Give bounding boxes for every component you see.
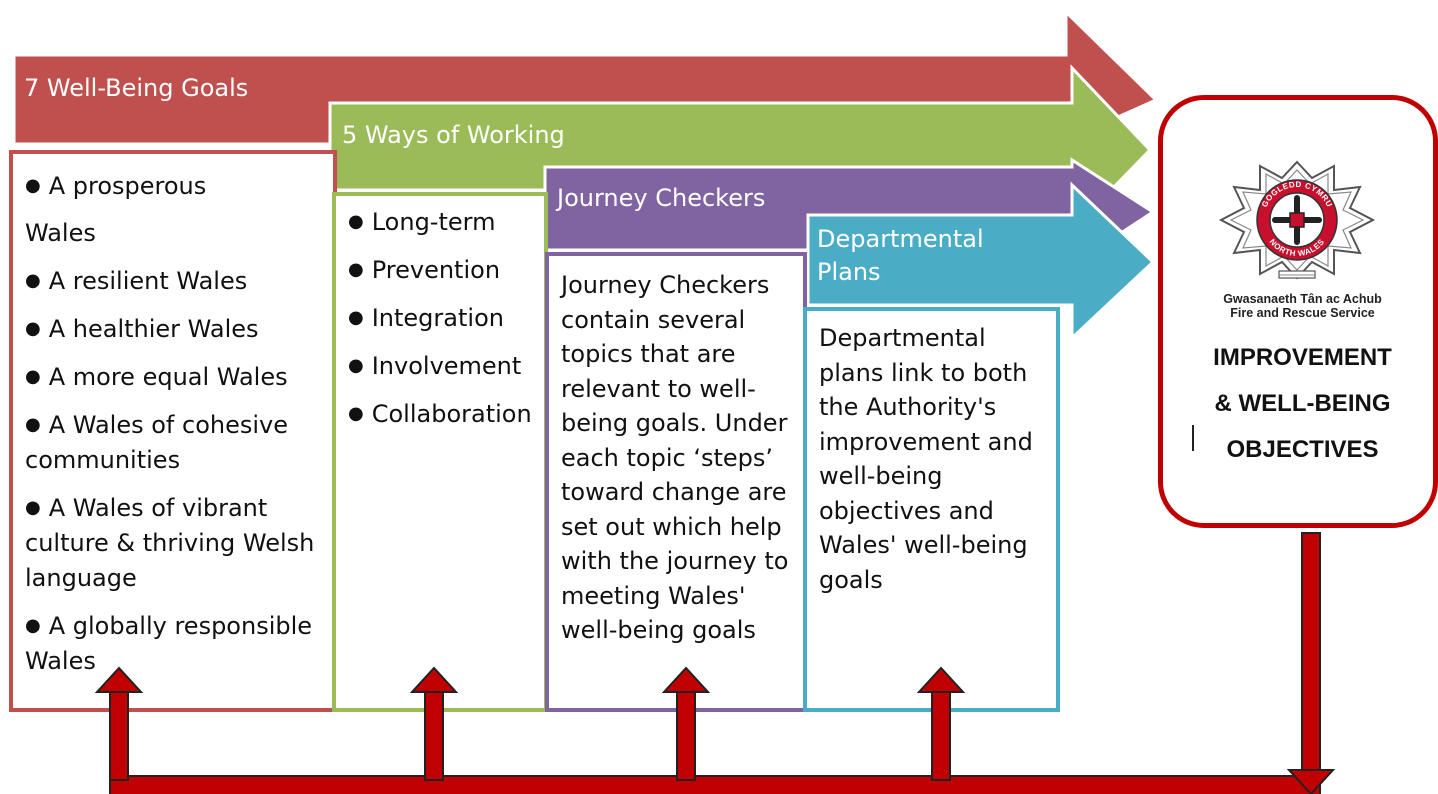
- checkers-up-shaft: [676, 689, 696, 781]
- way-item: Collaboration: [348, 396, 540, 432]
- goal-item: Wales: [25, 219, 96, 247]
- goals-up-shaft: [109, 689, 129, 781]
- text-cursor-mark: [1192, 425, 1194, 451]
- plans-box: Departmental plans link to both the Auth…: [803, 307, 1060, 712]
- checkers-box: Journey Checkers contain several topics …: [545, 252, 807, 712]
- goal-item: A Wales of vibrant culture & thriving We…: [25, 490, 323, 596]
- ways-band-title: 5 Ways of Working: [342, 121, 565, 149]
- goals-up-arrowhead: [94, 666, 144, 693]
- objectives-title: IMPROVEMENT & WELL-BEING OBJECTIVES: [1165, 335, 1438, 473]
- goals-list: A prosperous Wales A resilient Wales A h…: [25, 168, 323, 679]
- goal-item: A Wales of cohesive communities: [25, 407, 323, 478]
- goal-item: A resilient Wales: [25, 263, 323, 299]
- plans-band-title: Departmental Plans: [817, 223, 984, 289]
- objectives-title-line3: OBJECTIVES: [1226, 436, 1379, 463]
- ways-up-arrowhead: [409, 666, 459, 693]
- objectives-title-line1: IMPROVEMENT: [1213, 344, 1392, 371]
- plans-up-shaft: [931, 689, 951, 781]
- goal-item: A globally responsible Wales: [25, 608, 323, 679]
- objectives-down-arrowhead: [1286, 769, 1336, 794]
- goals-band-title: 7 Well-Being Goals: [24, 74, 249, 102]
- logo-caption-line1: Gwasanaeth Tân ac Achub: [1223, 292, 1382, 306]
- feedback-bottom-bar: [109, 775, 1321, 794]
- goal-item: A healthier Wales: [25, 311, 323, 347]
- goal-item: A prosperous: [25, 168, 323, 204]
- way-item: Long-term: [348, 204, 540, 240]
- checkers-description: Journey Checkers contain several topics …: [561, 271, 789, 644]
- way-item: Integration: [348, 300, 540, 336]
- fire-service-crest-icon: [1218, 160, 1376, 280]
- plans-up-arrowhead: [916, 666, 966, 693]
- ways-up-shaft: [424, 689, 444, 781]
- plans-band-title-line1: Departmental: [817, 225, 984, 253]
- checkers-band-title: Journey Checkers: [557, 184, 766, 212]
- way-item: Prevention: [348, 252, 540, 288]
- plans-band-title-line2: Plans: [817, 258, 881, 286]
- objectives-title-line2: & WELL-BEING: [1214, 390, 1391, 417]
- logo-caption: Gwasanaeth Tân ac Achub Fire and Rescue …: [1165, 292, 1438, 320]
- goals-box: A prosperous Wales A resilient Wales A h…: [9, 150, 337, 712]
- plans-description: Departmental plans link to both the Auth…: [819, 324, 1033, 594]
- ways-list: Long-term Prevention Integration Involve…: [348, 204, 540, 432]
- way-item: Involvement: [348, 348, 540, 384]
- checkers-up-arrowhead: [661, 666, 711, 693]
- goal-item: A more equal Wales: [25, 359, 323, 395]
- logo-caption-line2: Fire and Rescue Service: [1230, 306, 1375, 320]
- ways-box: Long-term Prevention Integration Involve…: [332, 192, 548, 712]
- objectives-down-shaft: [1301, 532, 1321, 777]
- plans-band-arrow: [806, 181, 1156, 342]
